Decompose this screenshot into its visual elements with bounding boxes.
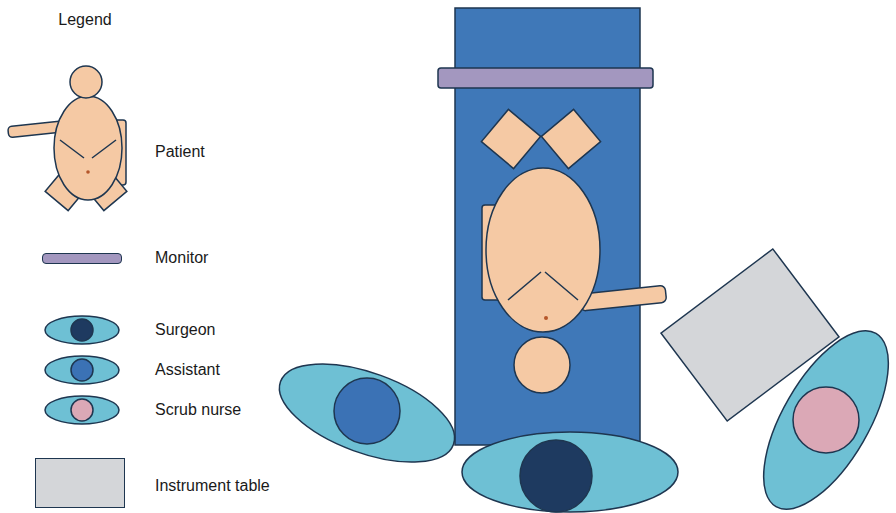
legend-label: Monitor	[155, 248, 208, 267]
legend-staff-icons	[45, 316, 119, 424]
legend-swatch	[42, 253, 122, 264]
legend-label: Patient	[155, 142, 205, 161]
surgeon	[462, 432, 678, 512]
legend-patient-icon	[8, 66, 127, 211]
operating-room	[267, 8, 896, 513]
legend-heading: Legend	[58, 10, 111, 29]
assistant	[267, 344, 467, 482]
legend-label: Scrub nurse	[155, 400, 241, 419]
scrub-nurse	[739, 312, 896, 513]
legend-swatch	[35, 458, 125, 508]
legend-label: Assistant	[155, 360, 220, 379]
legend-label: Surgeon	[155, 320, 216, 339]
patient-body	[486, 168, 600, 332]
legend-label: Instrument table	[155, 476, 270, 495]
monitor	[438, 68, 653, 88]
patient-head	[514, 337, 570, 393]
